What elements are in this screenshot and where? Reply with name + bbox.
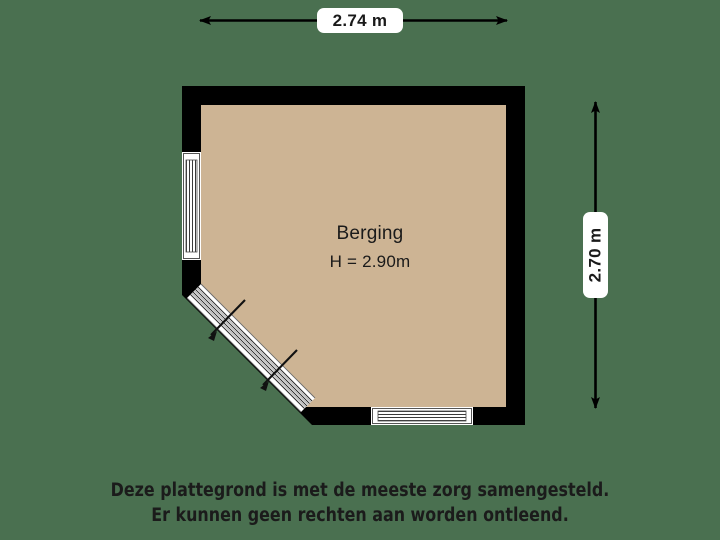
disclaimer-line-1: Deze plattegrond is met de meeste zorg s… — [110, 480, 610, 501]
window-left-wall — [182, 152, 201, 260]
disclaimer-text: Deze plattegrond is met de meeste zorg s… — [50, 478, 669, 528]
dimension-top-value: 2.74 m — [332, 10, 388, 30]
dimension-label-top: 2.74 m — [317, 8, 403, 33]
door-diagonal-wall — [186, 283, 316, 413]
dimension-right-value: 2.70 m — [585, 227, 605, 283]
room-floor — [201, 105, 506, 407]
dimension-label-right: 2.70 m — [583, 212, 608, 298]
window-bottom-wall — [371, 407, 473, 425]
disclaimer-line-2: Er kunnen geen rechten aan worden ontlee… — [151, 505, 569, 526]
